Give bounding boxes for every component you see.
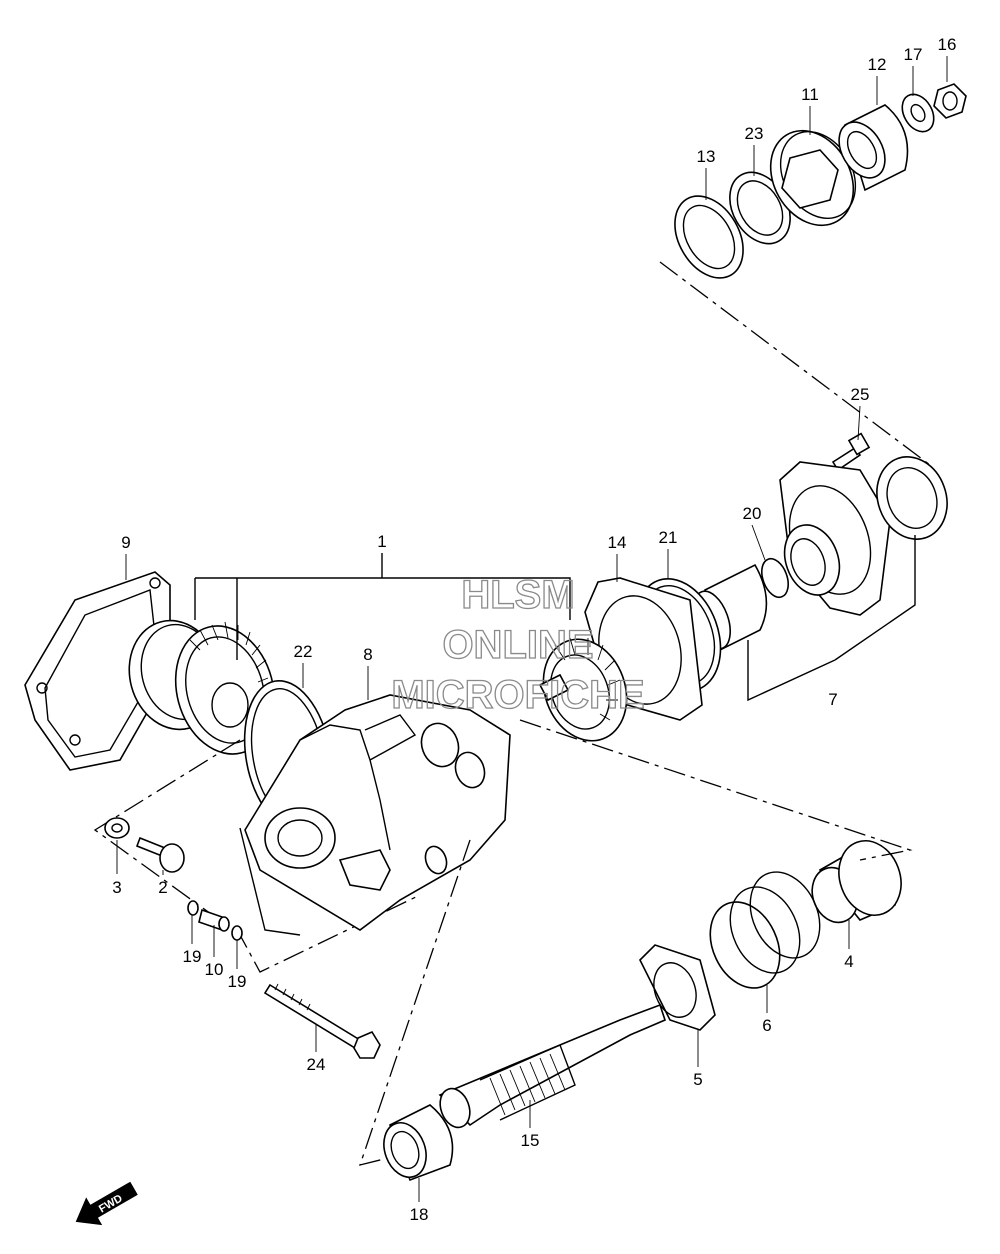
part-label-19-right: 19 <box>228 972 247 991</box>
part-label-21: 21 <box>659 528 678 547</box>
part-label-6: 6 <box>762 1016 771 1035</box>
pinion-gear <box>538 637 628 742</box>
part-label-7: 7 <box>828 690 837 709</box>
part-label-15: 15 <box>521 1131 540 1150</box>
watermark-line3: MICROFICHE <box>391 673 644 717</box>
part-label-3: 3 <box>112 878 121 897</box>
part-label-16: 16 <box>938 35 957 54</box>
part-label-19-left: 19 <box>183 947 202 966</box>
part-label-2: 2 <box>158 878 167 897</box>
part-label-14: 14 <box>608 533 627 552</box>
part-labels: 1 2 3 4 5 6 7 8 9 10 11 12 13 14 15 16 1… <box>112 35 956 1224</box>
part-label-10: 10 <box>205 960 224 979</box>
part-label-1: 1 <box>377 532 386 551</box>
part-label-24: 24 <box>307 1055 326 1074</box>
part-label-12: 12 <box>868 55 887 74</box>
part-label-22: 22 <box>294 642 313 661</box>
part-label-8: 8 <box>363 645 372 664</box>
part-label-17: 17 <box>904 45 923 64</box>
part-label-18: 18 <box>410 1205 429 1224</box>
part-label-4: 4 <box>844 952 853 971</box>
bearing-housing-group <box>692 432 948 702</box>
fwd-label: FWD <box>97 1192 125 1215</box>
fwd-arrow-icon: FWD <box>75 1181 138 1226</box>
shaft-group <box>383 1003 666 1182</box>
upper-seal-nut-group <box>674 83 967 279</box>
part-label-13: 13 <box>697 147 716 166</box>
small-fasteners <box>104 817 381 1059</box>
part-label-11: 11 <box>801 85 819 104</box>
watermark-line1: HLSM <box>461 573 574 617</box>
gear-housing-group <box>239 679 511 936</box>
part-label-25: 25 <box>851 385 870 404</box>
leader-lines <box>116 56 948 1202</box>
watermark-line2: ONLINE <box>442 623 593 667</box>
watermark: HLSM ONLINE MICROFICHE <box>391 572 646 717</box>
plate-oring-group <box>584 577 722 721</box>
part-label-9: 9 <box>121 533 130 552</box>
part-label-23: 23 <box>745 124 764 143</box>
part-label-20: 20 <box>743 504 762 523</box>
part-label-5: 5 <box>693 1070 702 1089</box>
